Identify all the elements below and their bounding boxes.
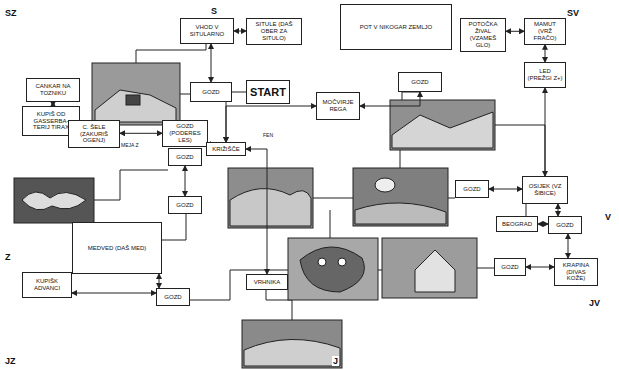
- compass-label: V: [604, 212, 612, 222]
- compass-label: SV: [566, 8, 580, 18]
- location-text: C. ŠELE (ZAKURIŠ OGENJ): [71, 124, 117, 145]
- location-box: GOZD (PODERES LES): [162, 120, 208, 147]
- location-text: GOZD: [463, 186, 480, 193]
- location-text: KUPIŠK ADVANCI: [25, 278, 69, 292]
- location-box: KRAPINA (DIVAS KOŽE): [554, 258, 598, 286]
- path-connector: [234, 31, 246, 32]
- path-connector: [489, 189, 522, 190]
- location-text: GOZD: [501, 264, 518, 271]
- path-connector: [568, 234, 569, 258]
- location-box: GOZD: [494, 258, 526, 276]
- path-connector: [120, 133, 162, 134]
- location-text: SITULE (DAŠ OBER ZA SITULO): [249, 21, 299, 42]
- path-connector: [185, 166, 186, 196]
- location-box: GOZD: [398, 72, 442, 92]
- location-box: OSIJEK (VZ ŠIBICE): [522, 176, 568, 204]
- start-box: START: [246, 80, 290, 104]
- location-box: MAMUT (VRŽ FRAČO): [524, 18, 566, 45]
- location-box: GOZD: [156, 288, 190, 306]
- location-text: KRIŽIŠČE: [212, 146, 240, 153]
- location-text: GOZD: [556, 222, 573, 229]
- location-box: MEDVED (DAŠ MED): [72, 222, 162, 274]
- location-box: GOZD: [190, 82, 232, 102]
- compass-label: J: [332, 356, 339, 366]
- path-connector: [72, 293, 156, 294]
- path-connector: [558, 204, 559, 216]
- location-text: POTOČKA ŽIVAL (VZAMEŠ GLO): [463, 21, 503, 49]
- compass-label: S: [210, 6, 218, 16]
- location-box: MOČVIRJE REGA: [316, 92, 360, 120]
- location-box: C. ŠELE (ZAKURIŠ OGENJ): [68, 120, 120, 148]
- path-connector: [538, 224, 548, 225]
- location-text: VHOD V SITULARNO: [183, 24, 231, 38]
- location-text: GOZD: [164, 294, 181, 301]
- location-text: START: [250, 86, 286, 99]
- location-text: GOZD: [176, 202, 193, 209]
- compass-label: JZ: [4, 356, 17, 366]
- location-box: POT V NIKOGAR ZEMLJO: [340, 4, 452, 50]
- location-box: LED (PREŽGI Z+): [524, 62, 566, 88]
- location-text: MEDVED (DAŠ MED): [88, 245, 147, 252]
- location-box: VRHNIKA: [246, 274, 288, 290]
- location-text: GOZD: [176, 154, 193, 161]
- compass-label: JV: [588, 298, 601, 308]
- location-box: VHOD V SITULARNO: [180, 18, 234, 44]
- path-connector: [211, 44, 212, 82]
- path-connector: [360, 92, 420, 106]
- location-text: VRHNIKA: [254, 279, 281, 286]
- location-text: GOZD (PODERES LES): [165, 123, 205, 144]
- path-connector: [545, 45, 546, 62]
- location-box: GOZD: [168, 148, 202, 166]
- location-box: BEOGRAD: [496, 216, 538, 232]
- location-text: LED (PREŽGI Z+): [527, 68, 563, 82]
- location-text: MOČVIRJE REGA: [319, 99, 357, 113]
- location-text: KRAPINA (DIVAS KOŽE): [557, 262, 595, 283]
- location-text: GOZD: [202, 89, 219, 96]
- location-box: GOZD: [548, 216, 582, 234]
- location-box: KRIŽIŠČE: [206, 142, 246, 156]
- location-text: GOZD: [411, 79, 428, 86]
- path-connector: [246, 149, 267, 274]
- location-box: GOZD: [455, 180, 489, 198]
- note-label: FEN: [262, 132, 274, 138]
- location-text: OSIJEK (VZ ŠIBICE): [525, 183, 565, 197]
- path-connector: [159, 274, 160, 288]
- path-connector: [545, 88, 546, 176]
- location-box: GOZD: [168, 196, 202, 214]
- location-text: MAMUT (VRŽ FRAČO): [527, 21, 563, 42]
- location-text: BEOGRAD: [502, 221, 532, 228]
- location-text: CANKAR NA TOZNIKU: [29, 83, 77, 97]
- path-connector: [506, 31, 524, 32]
- location-box: CANKAR NA TOZNIKU: [26, 78, 80, 102]
- compass-label: SZ: [4, 8, 18, 18]
- path-connector: [526, 267, 554, 268]
- path-connector: [226, 106, 316, 142]
- location-box: POTOČKA ŽIVAL (VZAMEŠ GLO): [460, 18, 506, 52]
- note-label: MEJA Z: [120, 142, 140, 148]
- location-text: POT V NIKOGAR ZEMLJO: [360, 24, 433, 31]
- location-box: SITULE (DAŠ OBER ZA SITULO): [246, 18, 302, 45]
- compass-label: Z: [4, 252, 12, 262]
- location-box: KUPIŠK ADVANCI: [22, 272, 72, 298]
